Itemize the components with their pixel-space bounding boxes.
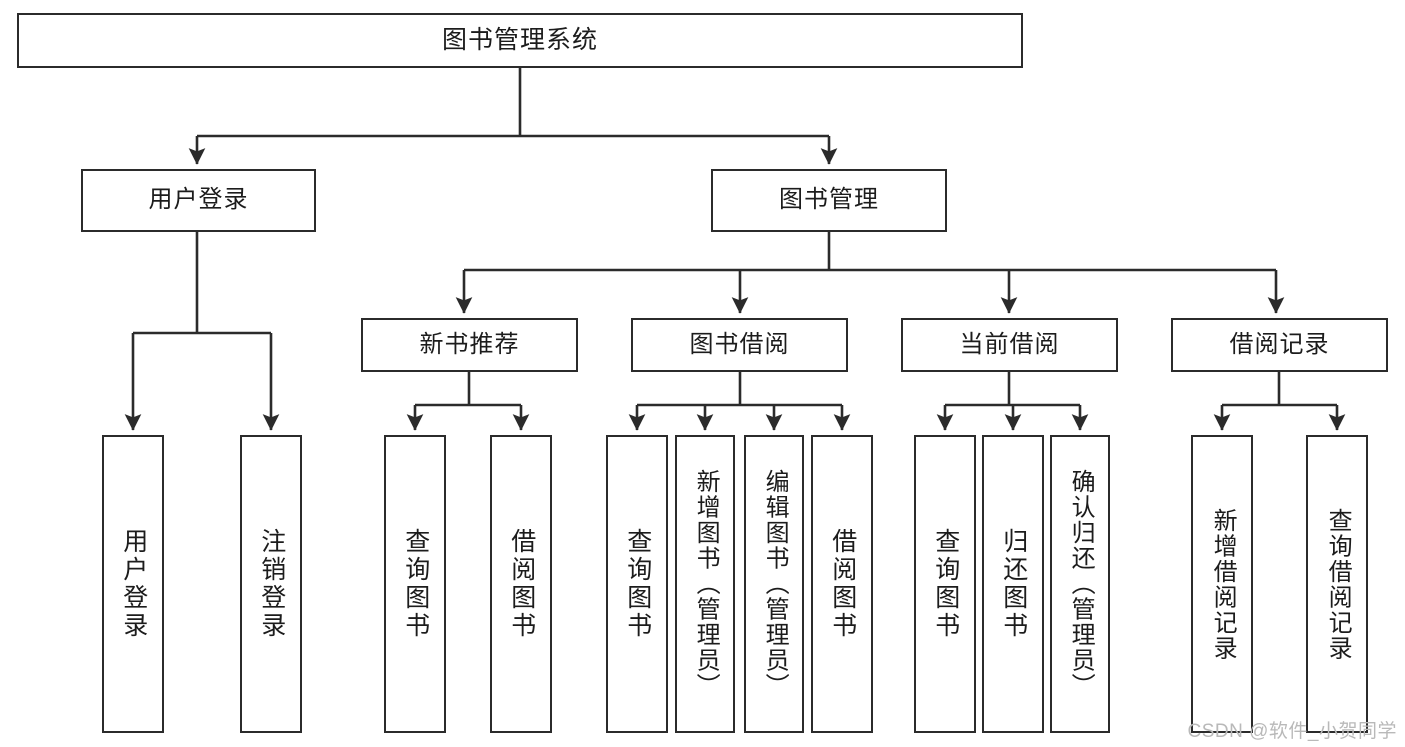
node-user-login[interactable]: 用户登录: [81, 169, 316, 232]
node-new-book-recommend-label: 新书推荐: [419, 330, 520, 358]
node-current-borrow[interactable]: 当前借阅: [901, 318, 1118, 372]
node-leaf-borrow-book-1-label: 借阅图书: [507, 528, 536, 640]
node-leaf-query-book-2[interactable]: 查询图书: [606, 435, 668, 733]
node-leaf-confirm-return[interactable]: 确认归还（管理员）: [1050, 435, 1110, 733]
node-leaf-user-login-label: 用户登录: [119, 528, 148, 640]
node-root[interactable]: 图书管理系统: [17, 13, 1023, 68]
node-current-borrow-label: 当前借阅: [959, 330, 1060, 358]
node-borrow-record-label: 借阅记录: [1229, 330, 1330, 358]
node-leaf-query-record-label: 查询借阅记录: [1324, 507, 1352, 661]
node-leaf-user-logout-label: 注销登录: [257, 528, 286, 640]
node-root-label: 图书管理系统: [441, 25, 598, 54]
node-book-manage-label: 图书管理: [779, 186, 879, 214]
node-leaf-edit-book[interactable]: 编辑图书（管理员）: [744, 435, 804, 733]
node-leaf-borrow-book-2-label: 借阅图书: [828, 528, 857, 640]
node-leaf-return-book[interactable]: 归还图书: [982, 435, 1044, 733]
node-leaf-borrow-book-1[interactable]: 借阅图书: [490, 435, 552, 733]
node-leaf-query-book-3-label: 查询图书: [931, 528, 960, 640]
node-leaf-borrow-book-2[interactable]: 借阅图书: [811, 435, 873, 733]
node-leaf-user-login[interactable]: 用户登录: [102, 435, 164, 733]
node-leaf-add-book-label: 新增图书（管理员）: [692, 469, 720, 699]
node-leaf-confirm-return-label: 确认归还（管理员）: [1067, 469, 1095, 699]
node-book-borrow-label: 图书借阅: [689, 330, 790, 358]
node-book-manage[interactable]: 图书管理: [711, 169, 947, 232]
node-leaf-add-record[interactable]: 新增借阅记录: [1191, 435, 1253, 733]
node-leaf-add-book[interactable]: 新增图书（管理员）: [675, 435, 735, 733]
node-leaf-return-book-label: 归还图书: [999, 528, 1028, 640]
node-user-login-label: 用户登录: [148, 186, 249, 214]
node-leaf-user-logout[interactable]: 注销登录: [240, 435, 302, 733]
node-borrow-record[interactable]: 借阅记录: [1171, 318, 1388, 372]
node-leaf-query-book-2-label: 查询图书: [623, 528, 652, 640]
node-leaf-add-record-label: 新增借阅记录: [1209, 507, 1237, 661]
node-leaf-query-book-1[interactable]: 查询图书: [384, 435, 446, 733]
csdn-watermark: CSDN @软件_小贺同学: [1187, 721, 1397, 742]
node-leaf-query-record[interactable]: 查询借阅记录: [1306, 435, 1368, 733]
node-new-book-recommend[interactable]: 新书推荐: [361, 318, 578, 372]
node-leaf-edit-book-label: 编辑图书（管理员）: [761, 469, 789, 699]
node-book-borrow[interactable]: 图书借阅: [631, 318, 848, 372]
node-leaf-query-book-1-label: 查询图书: [401, 528, 430, 640]
node-leaf-query-book-3[interactable]: 查询图书: [914, 435, 976, 733]
